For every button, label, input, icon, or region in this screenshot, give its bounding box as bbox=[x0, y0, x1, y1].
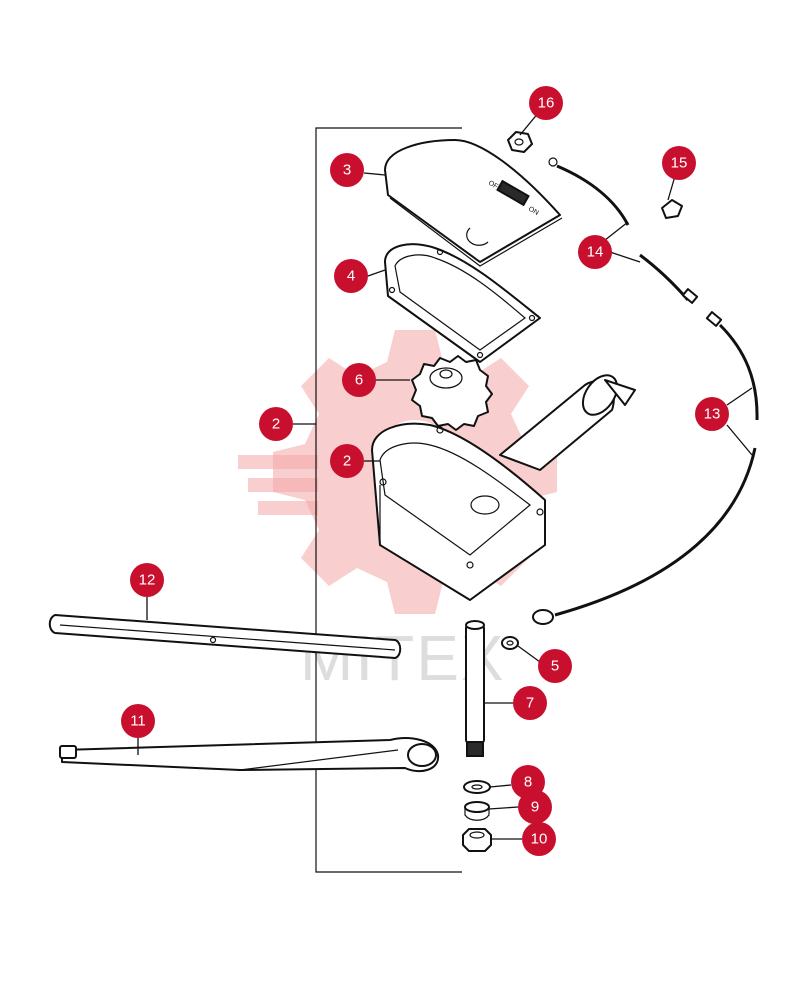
svg-text:16: 16 bbox=[538, 95, 555, 112]
callout-16: 16 bbox=[529, 86, 563, 120]
callout-12: 12 bbox=[130, 563, 164, 597]
svg-text:9: 9 bbox=[531, 799, 539, 816]
part-4-gasket bbox=[384, 243, 541, 363]
part-2-motor-housing bbox=[371, 374, 636, 601]
svg-text:15: 15 bbox=[671, 155, 688, 172]
svg-text:11: 11 bbox=[130, 713, 146, 730]
svg-text:2: 2 bbox=[272, 416, 280, 433]
callout-14: 14 bbox=[578, 235, 612, 269]
callout-2-bracket: 2 bbox=[259, 407, 293, 441]
part-7-spindle bbox=[465, 620, 485, 757]
svg-text:7: 7 bbox=[526, 695, 534, 712]
callout-13: 13 bbox=[695, 397, 729, 431]
svg-text:13: 13 bbox=[704, 406, 721, 423]
callout-9: 9 bbox=[518, 790, 552, 824]
part-15-clip bbox=[661, 199, 683, 219]
svg-text:4: 4 bbox=[347, 268, 355, 285]
part-3-switch-cover: OFF ON bbox=[384, 139, 563, 267]
callout-10: 10 bbox=[522, 822, 556, 856]
part-8-washer bbox=[463, 780, 491, 794]
svg-text:6: 6 bbox=[355, 372, 363, 389]
callout-15: 15 bbox=[662, 146, 696, 180]
callout-5: 5 bbox=[538, 649, 572, 683]
svg-text:5: 5 bbox=[551, 658, 559, 675]
part-16-nut bbox=[507, 131, 533, 153]
callout-3: 3 bbox=[330, 153, 364, 187]
part-9-washer bbox=[464, 801, 490, 821]
part-11-wiper-arm bbox=[59, 737, 440, 773]
svg-text:2: 2 bbox=[343, 453, 351, 470]
switch-on-label: ON bbox=[527, 206, 540, 217]
part-5-nut bbox=[501, 636, 519, 650]
part-13-lower-cable bbox=[532, 311, 759, 625]
callout-11: 11 bbox=[121, 704, 155, 738]
part-14-upper-cable bbox=[548, 157, 699, 304]
callout-7: 7 bbox=[513, 686, 547, 720]
svg-text:12: 12 bbox=[139, 572, 156, 589]
part-6-gear bbox=[411, 355, 493, 431]
callout-2-housing: 2 bbox=[330, 444, 364, 478]
part-12-wiper-blade bbox=[48, 614, 402, 659]
assembly-bracket bbox=[315, 127, 462, 873]
svg-text:14: 14 bbox=[587, 244, 604, 261]
svg-text:3: 3 bbox=[343, 162, 351, 179]
part-10-nut bbox=[462, 828, 492, 852]
svg-text:10: 10 bbox=[531, 831, 548, 848]
callout-6: 6 bbox=[342, 363, 376, 397]
callout-4: 4 bbox=[334, 259, 368, 293]
svg-text:8: 8 bbox=[524, 774, 532, 791]
